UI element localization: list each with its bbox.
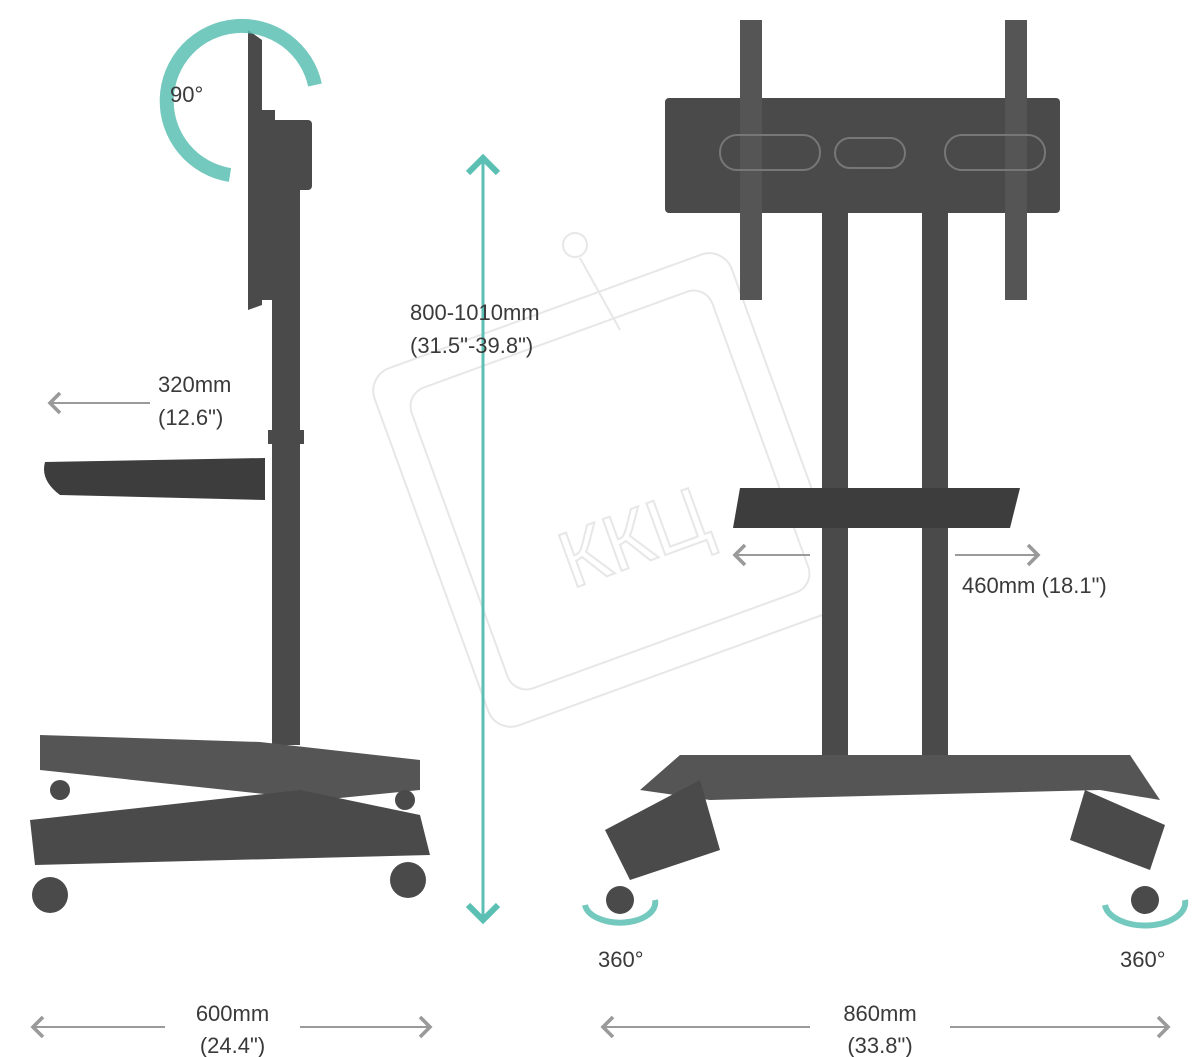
svg-text:ККЦ: ККЦ — [547, 469, 721, 605]
vesa-plate-slots — [719, 134, 1046, 171]
caster-rotation-right-label: 360° — [1120, 947, 1166, 972]
shelf-depth-inch: (12.6") — [158, 405, 224, 430]
height-inch: (31.5"-39.8") — [410, 333, 534, 358]
height-mm: 800-1010mm — [410, 300, 540, 325]
shelf-width-label: 460mm (18.1") — [962, 573, 1107, 598]
side-base-mm: 600mm — [195, 1001, 270, 1026]
caster-rotation-arrow-left — [582, 899, 659, 926]
front-base-mm: 860mm — [843, 1001, 917, 1026]
shelf-depth-mm: 320mm — [158, 372, 232, 397]
caster-rotation-left-label: 360° — [598, 947, 644, 972]
tilt-label: 90° — [170, 82, 204, 107]
caster-rotation-arrow-right — [1102, 899, 1189, 929]
side-view-stand — [30, 30, 430, 913]
side-base-inch: (24.4") — [199, 1033, 266, 1057]
tilt-arrow — [159, 18, 322, 182]
front-view-stand — [605, 20, 1165, 914]
front-base-inch: (33.8") — [847, 1033, 913, 1057]
